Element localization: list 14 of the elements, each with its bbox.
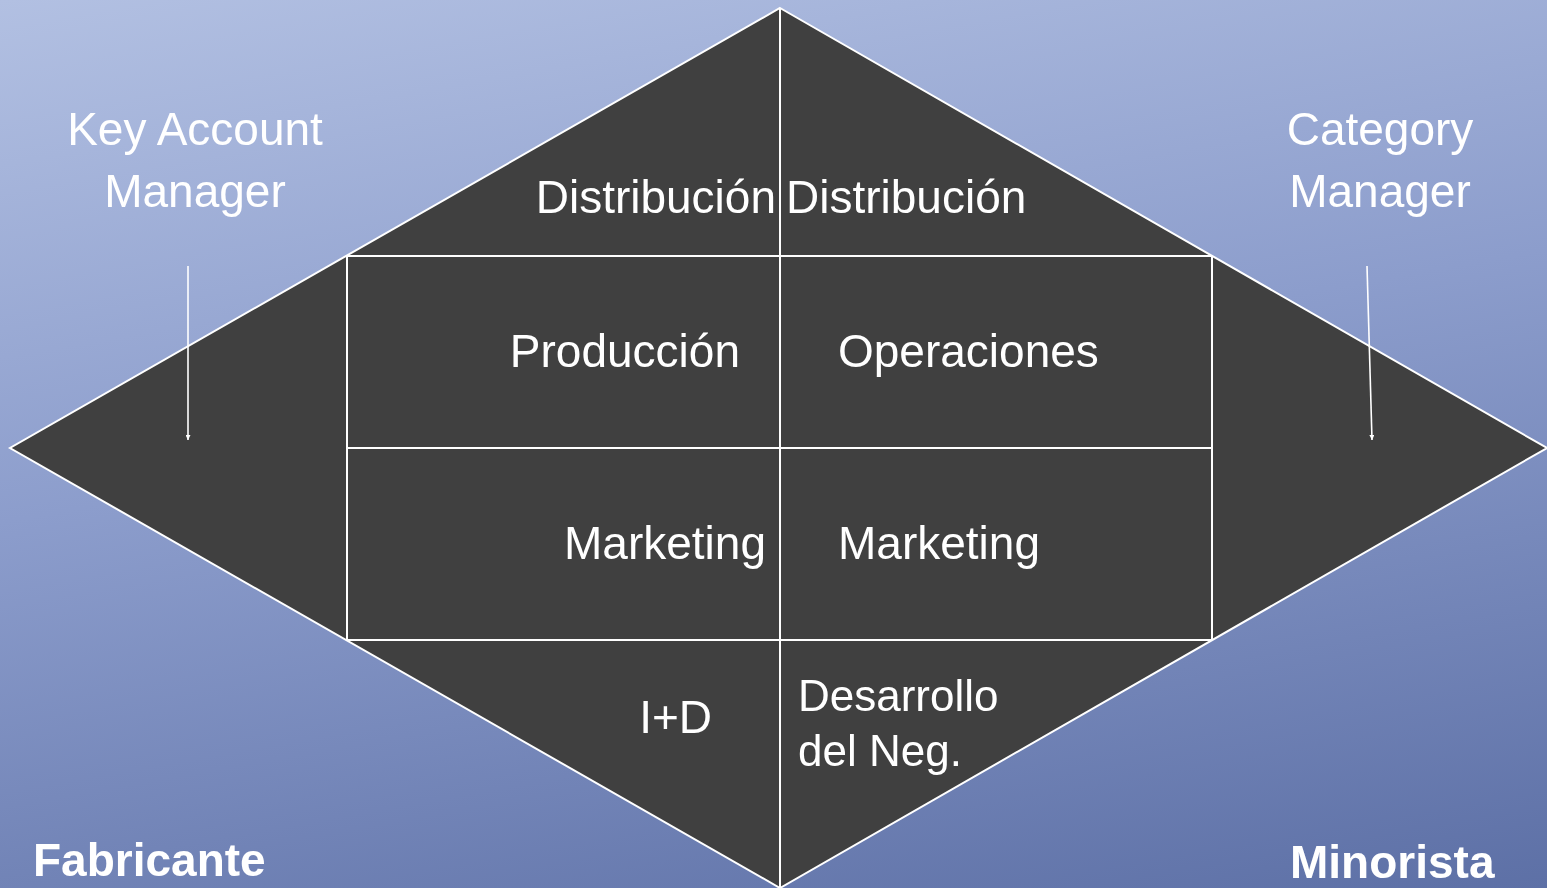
cell-label: Distribución	[535, 170, 776, 226]
cell-label: Producción	[509, 324, 740, 380]
arrow	[185, 265, 191, 441]
cell-label: I+D	[639, 690, 712, 746]
party-label: Minorista	[1290, 835, 1495, 888]
role-label: Key Account Manager	[30, 98, 360, 223]
party-label: Fabricante	[33, 833, 266, 887]
arrow	[1366, 265, 1375, 441]
role-label: Category Manager	[1250, 98, 1510, 223]
cell-label: Desarrollo del Neg.	[798, 670, 1000, 777]
cell-label: Marketing	[838, 516, 1040, 572]
cell-label: Marketing	[564, 516, 766, 572]
cell-label: Operaciones	[838, 324, 1099, 380]
cell-label: Distribución	[786, 170, 1027, 226]
